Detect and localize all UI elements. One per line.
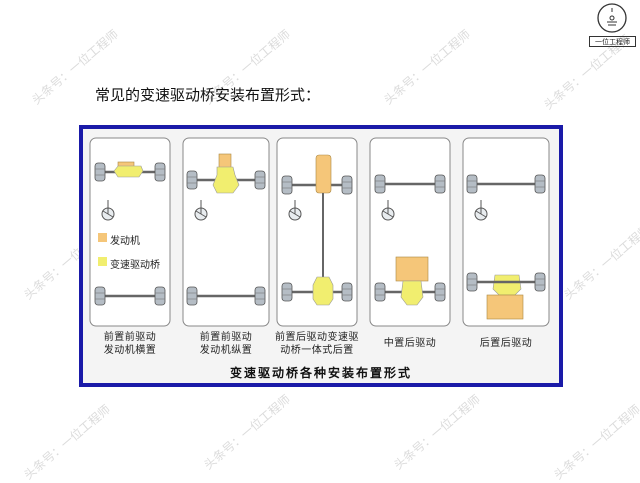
- watermark: 头条号：一位工程师: [561, 222, 640, 303]
- transaxle-unit: [492, 274, 522, 296]
- watermark: 头条号：一位工程师: [201, 392, 294, 473]
- panel-caption: 前置前驱动 发动机横置: [90, 331, 170, 357]
- rear-axle: [186, 286, 266, 306]
- panel-caption: 前置后驱动变速驱 动桥一体式后置: [269, 331, 365, 357]
- watermark: 头条号：一位工程师: [551, 402, 640, 483]
- logo-text: 一位工程师: [589, 36, 636, 47]
- panel-rwd-integrated: [276, 137, 358, 327]
- panel-caption: 后置后驱动: [463, 337, 549, 350]
- transaxle-unit: [312, 276, 334, 306]
- diagram-caption: 变速驱动桥各种安装布置形式: [229, 366, 412, 380]
- engine-block: [315, 154, 332, 194]
- panel-caption: 前置前驱动 发动机纵置: [183, 331, 269, 357]
- panel-caption-line: 前置前驱动: [199, 332, 253, 343]
- engine-block: [395, 256, 429, 282]
- rear-axle: [466, 272, 546, 292]
- legend-label-transaxle: 变速驱动桥: [110, 260, 160, 271]
- panel-rear-rwd: [462, 137, 550, 327]
- rear-axle: [94, 286, 166, 306]
- panel-fwd-longitudinal: [182, 137, 270, 327]
- layout-diagram-canvas: [89, 137, 550, 327]
- panel-fwd-transverse: [89, 137, 171, 327]
- legend-swatch-transaxle: [98, 257, 107, 266]
- panel-caption-line: 后置后驱动: [479, 338, 533, 349]
- panel-caption-line: 动桥一体式后置: [280, 345, 354, 356]
- panel-caption-line: 中置后驱动: [383, 338, 437, 349]
- panel-caption-line: 发动机横置: [103, 345, 157, 356]
- watermark: 头条号：一位工程师: [381, 27, 474, 108]
- panel-caption-line: 前置后驱动变速驱: [275, 332, 359, 343]
- page-heading: 常见的变速驱动桥安装布置形式：: [95, 86, 321, 104]
- front-axle: [374, 174, 446, 194]
- brand-logo: 一位工程师: [589, 2, 637, 48]
- layout-diagram: 发动机 变速驱动桥 前置前驱动 发动机横置 前置前驱动 发动机纵置 前置后驱动变…: [79, 125, 563, 387]
- engine-block: [486, 294, 524, 320]
- front-axle: [466, 174, 546, 194]
- transaxle-unit: [113, 165, 144, 178]
- transaxle-unit: [400, 280, 424, 306]
- watermark: 头条号：一位工程师: [21, 402, 114, 483]
- panel-caption-line: 前置前驱动: [103, 332, 157, 343]
- legend-label-engine: 发动机: [110, 236, 140, 247]
- legend-swatch-engine: [98, 233, 107, 242]
- panel-caption: 中置后驱动: [370, 337, 450, 350]
- watermark: 头条号：一位工程师: [391, 392, 484, 473]
- panel-caption-line: 发动机纵置: [199, 345, 253, 356]
- panel-mid-rwd: [369, 137, 451, 327]
- transaxle-unit: [212, 166, 240, 194]
